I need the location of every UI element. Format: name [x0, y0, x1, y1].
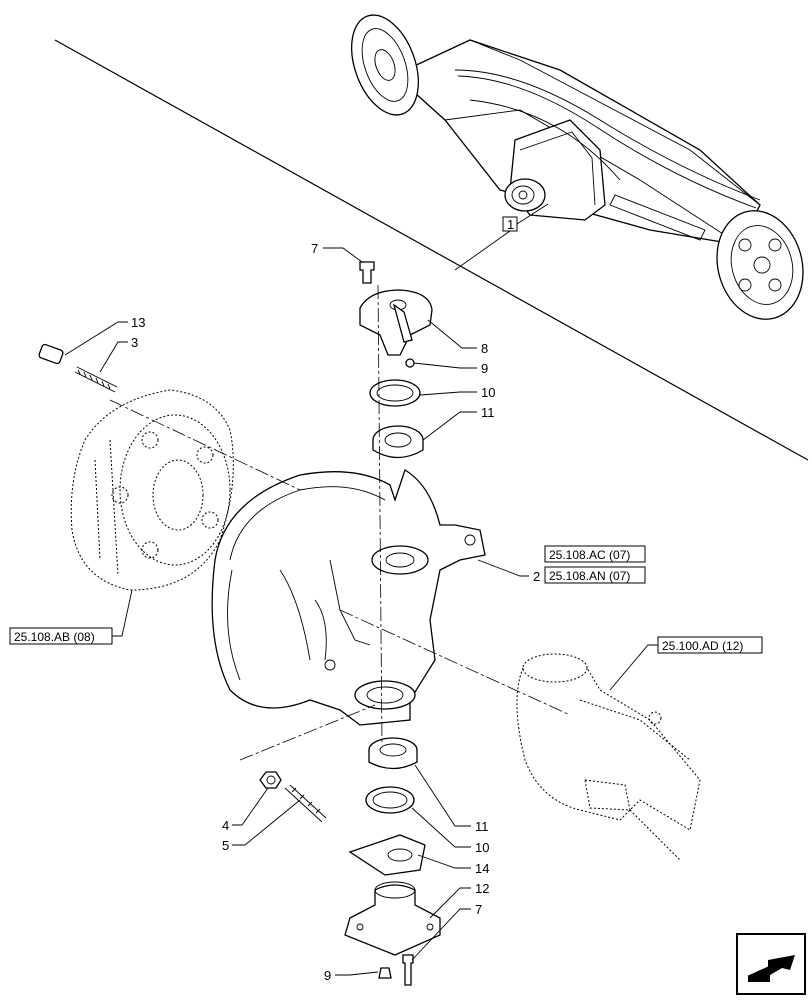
- ref-an-text[interactable]: 25.108.AN (07): [549, 569, 630, 583]
- steering-knuckle: [211, 469, 486, 726]
- callout-11-top: 11: [481, 405, 495, 420]
- callout-11-bottom: 11: [475, 819, 489, 834]
- callout-3: 3: [131, 335, 138, 350]
- callout-4: 4: [222, 818, 229, 833]
- callout-7-top: 7: [311, 241, 318, 256]
- callout-13: 13: [131, 315, 145, 330]
- lower-parts-stack: [344, 737, 441, 986]
- callout-5: 5: [222, 838, 229, 853]
- ref-ac-text[interactable]: 25.108.AC (07): [549, 548, 630, 562]
- callout-10-top: 10: [481, 385, 495, 400]
- callout-14: 14: [475, 861, 489, 876]
- callout-9-top: 9: [481, 361, 488, 376]
- callout-8: 8: [481, 341, 488, 356]
- upper-parts-stack: [359, 261, 433, 459]
- ref-ad-text[interactable]: 25.100.AD (12): [662, 639, 743, 653]
- callout-12: 12: [475, 881, 489, 896]
- axle-assembly: [351, 14, 804, 320]
- axle-housing-ghost: [516, 653, 701, 861]
- callout-9-bottom: 9: [324, 968, 331, 983]
- callout-10-bottom: 10: [475, 840, 489, 855]
- callout-1: 1: [507, 217, 514, 232]
- stud-and-cap: [38, 343, 118, 393]
- callout-7-bottom: 7: [475, 902, 482, 917]
- next-page-arrow-icon[interactable]: [736, 933, 806, 995]
- ref-ab-text[interactable]: 25.108.AB (08): [14, 630, 95, 644]
- callout-2: 2: [533, 569, 540, 584]
- ref-box-an[interactable]: [544, 566, 646, 584]
- nut-and-stud: [259, 771, 327, 823]
- ref-box-ac[interactable]: [544, 545, 646, 563]
- separator-line: [54, 39, 809, 461]
